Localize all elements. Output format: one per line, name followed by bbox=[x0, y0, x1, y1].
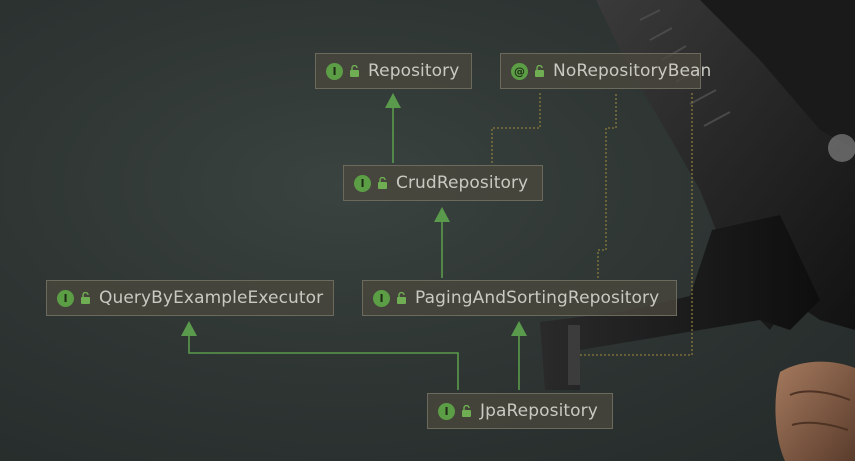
node-repository[interactable]: I Repository bbox=[315, 53, 472, 89]
edge-crud-to-norepositorybean bbox=[491, 92, 541, 163]
arrowhead-paging bbox=[511, 321, 527, 336]
node-query-by-example-executor[interactable]: I QueryByExampleExecutor bbox=[46, 280, 334, 316]
interface-badge-icon: I bbox=[57, 289, 74, 307]
node-label: Repository bbox=[368, 61, 460, 81]
interface-badge-icon: I bbox=[354, 174, 371, 192]
lock-open-icon bbox=[462, 405, 471, 417]
edge-jpa-to-querybyexample bbox=[188, 334, 459, 390]
lock-open-icon bbox=[378, 177, 387, 189]
node-label: QueryByExampleExecutor bbox=[99, 288, 324, 308]
interface-badge-icon: I bbox=[326, 62, 343, 80]
node-label: CrudRepository bbox=[396, 173, 529, 193]
edge-paging-to-norepositorybean bbox=[597, 92, 617, 278]
node-jpa-repository[interactable]: I JpaRepository bbox=[427, 393, 613, 429]
lock-open-icon bbox=[81, 292, 90, 304]
node-paging-and-sorting-repository[interactable]: I PagingAndSortingRepository bbox=[362, 280, 677, 316]
arrowhead-querybyexample bbox=[181, 321, 197, 336]
extends-edges bbox=[188, 106, 520, 390]
annotation-edges bbox=[491, 92, 693, 356]
lock-open-icon bbox=[397, 292, 406, 304]
arrowhead-repository bbox=[385, 93, 401, 108]
node-label: PagingAndSortingRepository bbox=[415, 288, 660, 308]
arrowhead-crud bbox=[434, 207, 450, 222]
lock-open-icon bbox=[350, 65, 359, 77]
edge-jpa-to-norepositorybean bbox=[580, 92, 693, 356]
arrowheads bbox=[181, 93, 527, 336]
node-label: NoRepositoryBean bbox=[553, 61, 712, 81]
node-no-repository-bean[interactable]: @ NoRepositoryBean bbox=[500, 53, 711, 89]
interface-badge-icon: I bbox=[373, 289, 390, 307]
annotation-badge-icon: @ bbox=[511, 62, 528, 80]
interface-badge-icon: I bbox=[438, 402, 455, 420]
node-crud-repository[interactable]: I CrudRepository bbox=[343, 165, 543, 201]
node-label: JpaRepository bbox=[480, 401, 598, 421]
lock-open-icon bbox=[535, 65, 544, 77]
